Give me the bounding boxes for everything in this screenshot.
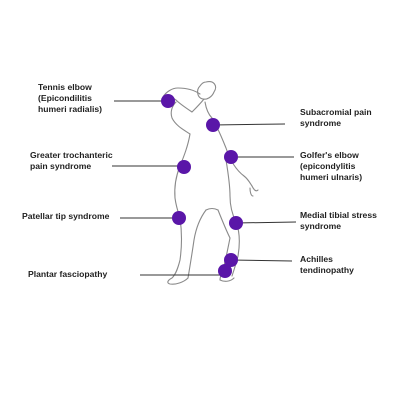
line-medial-tibial [235, 221, 297, 224]
label-tennis-elbow: Tennis elbow (Epicondilitis humeri radia… [38, 82, 102, 114]
label-subacromial: Subacromial pain syndrome [300, 107, 372, 128]
label-achilles: Achilles tendinopathy [300, 254, 354, 275]
pain-markers [161, 94, 243, 278]
label-medial-tibial: Medial tibial stress syndrome [300, 210, 377, 231]
label-greater-trochanteric: Greater trochanteric pain syndrome [30, 150, 113, 171]
marker-plantar [218, 264, 232, 278]
marker-patellar-tip [172, 211, 186, 225]
line-achilles [230, 259, 293, 262]
connector-lines [112, 100, 297, 276]
label-golfers-elbow: Golfer's elbow (epicondylitis humeri uln… [300, 150, 363, 182]
marker-subacromial [206, 118, 220, 132]
marker-greater-trochanteric [177, 160, 191, 174]
marker-golfers-elbow [224, 150, 238, 164]
label-patellar-tip: Patellar tip syndrome [22, 211, 110, 221]
marker-tennis-elbow [161, 94, 175, 108]
marker-achilles [224, 253, 238, 267]
marker-medial-tibial [229, 216, 243, 230]
human-figure-outline [162, 81, 259, 285]
line-subacromial [212, 123, 286, 126]
label-plantar: Plantar fasciopathy [28, 269, 108, 279]
